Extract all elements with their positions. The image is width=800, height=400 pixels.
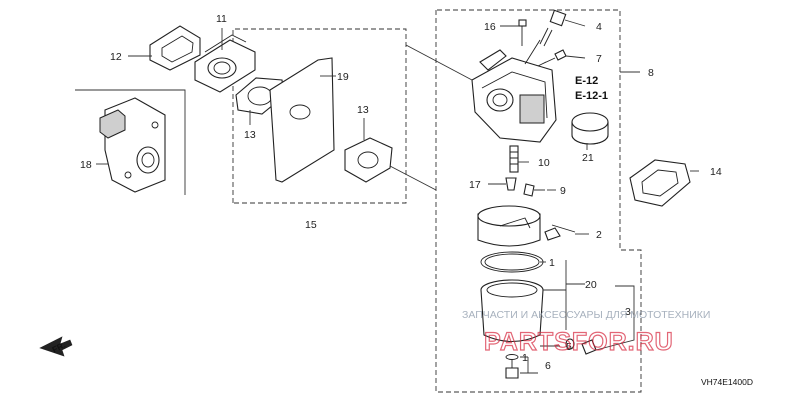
callout-20: 20 (585, 279, 597, 291)
reference-e12: E-12 (575, 75, 598, 87)
leader-lines (96, 19, 699, 374)
group-box-8 (435, 9, 642, 393)
callout-11: 11 (216, 13, 227, 25)
oring-part-1 (480, 251, 544, 273)
callout-19: 19 (337, 71, 349, 83)
callout-1-bottom: 1 (522, 352, 528, 364)
callout-12: 12 (110, 51, 122, 63)
watermark-logo: PARTSFOR.RU (484, 328, 674, 356)
callout-21: 21 (582, 152, 594, 164)
callout-16: 16 (484, 21, 496, 33)
carburetor-body (471, 39, 557, 143)
gasket-part-12 (149, 25, 201, 71)
callout-9: 9 (560, 185, 566, 197)
bolt-part-6 (505, 354, 519, 379)
screw-part-9 (523, 183, 545, 197)
callout-1-top: 1 (549, 257, 555, 269)
diagram-code: VH74E1400D (701, 377, 753, 387)
callout-14: 14 (710, 166, 722, 178)
group-box-15 (232, 28, 407, 204)
callout-15: 15 (305, 219, 317, 231)
callout-18: 18 (80, 159, 92, 171)
gasket-part-13-right (344, 137, 393, 183)
watermark-tagline: ЗАПЧАСТИ И АКСЕССУАРЫ ДЛЯ МОТОТЕХНИКИ (462, 309, 710, 321)
callout-13-left: 13 (244, 129, 256, 141)
jet-part-17 (505, 177, 517, 191)
plate-part-19 (269, 57, 335, 183)
callout-4: 4 (596, 21, 602, 33)
callout-7: 7 (596, 53, 602, 65)
callout-10: 10 (538, 157, 550, 169)
callout-17: 17 (469, 179, 481, 191)
bracket-part-18 (99, 97, 166, 193)
float-part-2 (477, 205, 576, 247)
callout-8: 8 (648, 67, 654, 79)
screw-part-4 (539, 9, 567, 47)
front-direction-arrow: FR. (39, 336, 73, 357)
callout-2: 2 (596, 229, 602, 241)
callout-6: 6 (545, 360, 551, 372)
jet-part-10 (509, 145, 519, 173)
callout-13-right: 13 (357, 104, 369, 116)
float-chamber-part-20 (480, 279, 544, 343)
screw-part-16 (518, 19, 527, 46)
callout-5: 5 (566, 341, 572, 353)
watermark: ЗАПЧАСТИ И АКСЕССУАРЫ ДЛЯ МОТОТЕХНИКИ PA… (462, 309, 710, 357)
insulator-part-11 (194, 34, 256, 93)
screw-part-5 (565, 338, 597, 355)
screw-part-7 (537, 49, 567, 67)
reference-e12-1: E-12-1 (575, 90, 608, 102)
cap-part-21 (571, 112, 609, 145)
group-box-18 (75, 89, 186, 195)
gasket-part-14 (629, 159, 691, 207)
callout-3: 3 (625, 306, 631, 318)
